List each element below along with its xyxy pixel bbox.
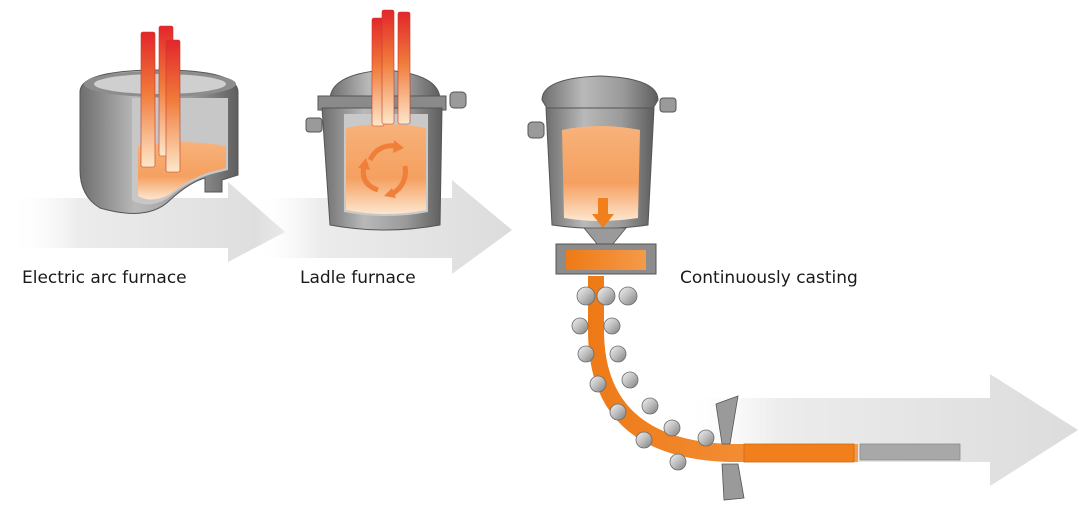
continuous-casting-illustration [527, 75, 961, 501]
label-electric-arc-furnace: Electric arc furnace [22, 268, 187, 288]
electric-arc-furnace-illustration [79, 25, 239, 214]
flow-arrow-1 [10, 182, 285, 262]
label-continuous-casting: Continuously casting [680, 268, 858, 288]
flow-arrow-3 [680, 374, 1078, 486]
ladle-furnace-illustration [305, 9, 467, 231]
label-ladle-furnace: Ladle furnace [300, 268, 416, 288]
